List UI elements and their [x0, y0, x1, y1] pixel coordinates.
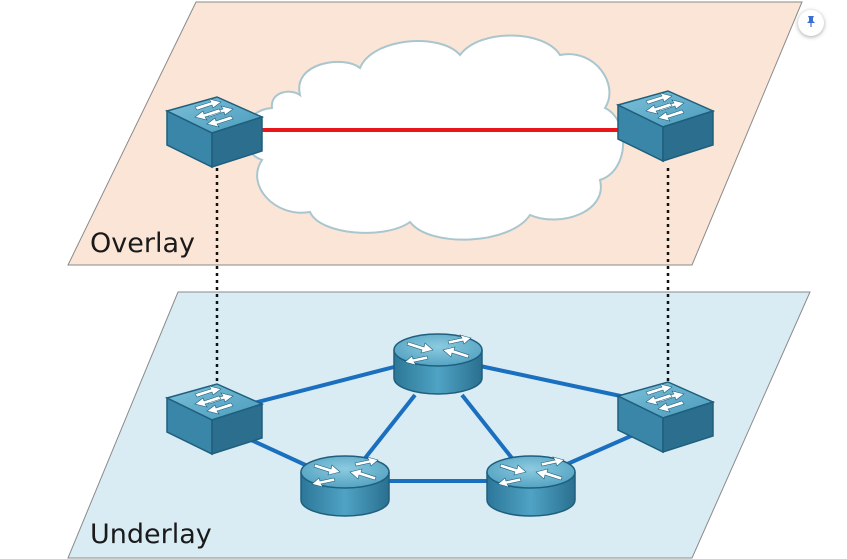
pin-button[interactable]	[798, 10, 824, 36]
underlay-label: Underlay	[90, 519, 212, 550]
link-switch-left-router-top	[249, 364, 399, 406]
underlay-links	[224, 364, 641, 483]
router-bottom-left	[300, 455, 390, 517]
link-router-top-router-br	[460, 393, 517, 464]
router-bottom-right	[486, 455, 576, 517]
cloud-shape	[243, 34, 625, 241]
pin-icon	[805, 14, 817, 32]
overlay-label: Overlay	[90, 228, 195, 259]
router-top	[393, 333, 483, 395]
link-router-top-router-bl	[360, 393, 417, 464]
underlay-plane	[67, 291, 811, 559]
link-router-top-switch-right	[479, 364, 631, 400]
link-router-br-switch-right	[564, 430, 641, 467]
